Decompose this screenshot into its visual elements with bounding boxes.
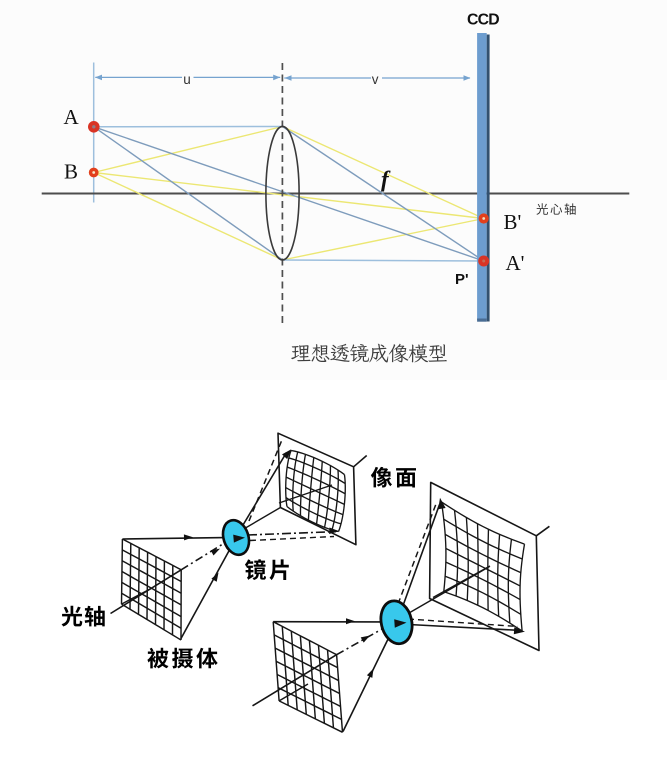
svg-text:CCD: CCD [467, 11, 499, 28]
svg-text:A: A [64, 105, 80, 129]
svg-text:B: B [64, 160, 78, 184]
svg-text:B': B' [504, 210, 522, 234]
svg-text:u: u [183, 72, 191, 87]
svg-text:v: v [372, 72, 379, 87]
svg-text:A': A' [506, 251, 525, 275]
svg-text:P': P' [455, 271, 469, 288]
